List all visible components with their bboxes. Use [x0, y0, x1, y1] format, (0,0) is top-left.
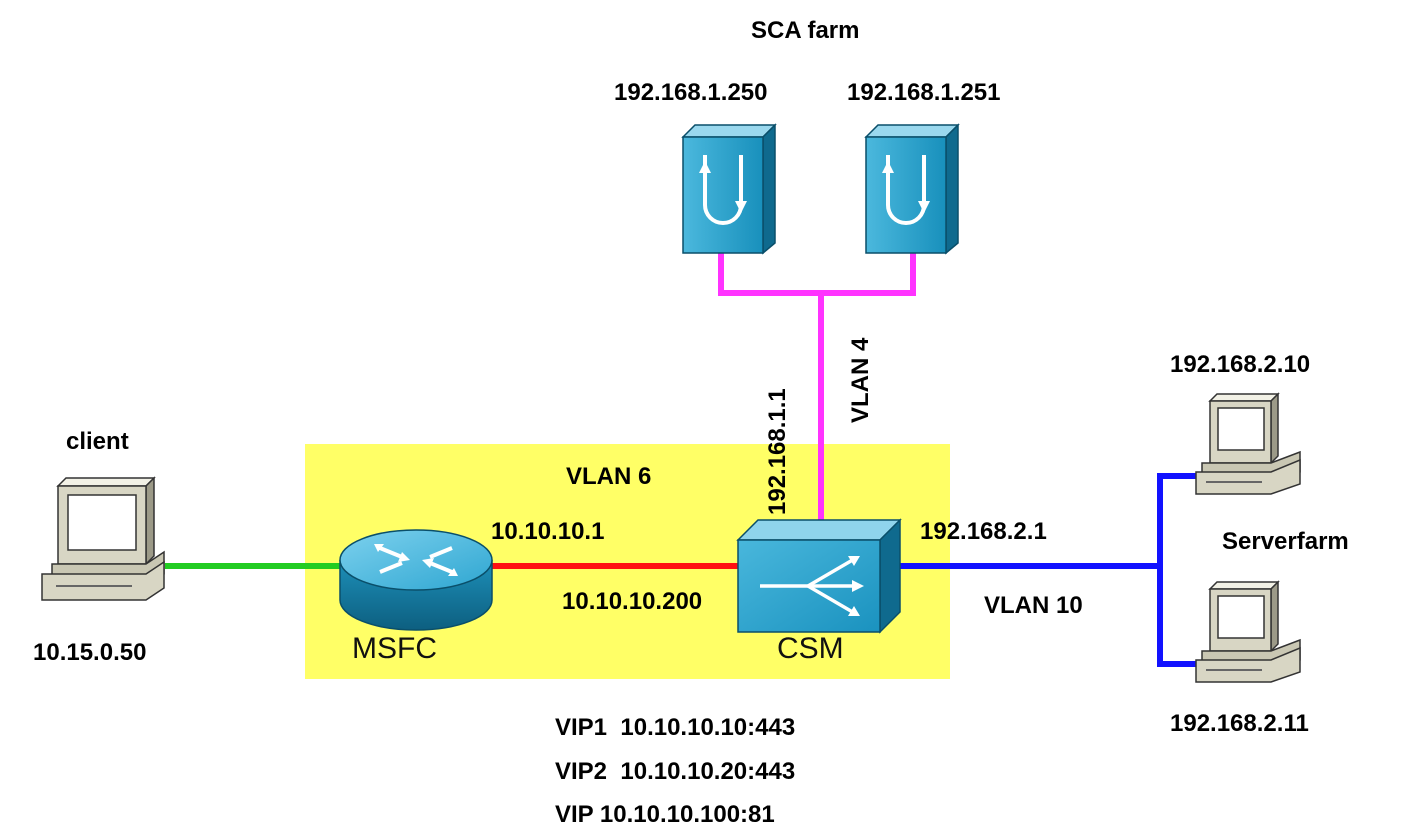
vlan4-label: VLAN 4: [847, 337, 874, 423]
server-2-pc-icon: [1195, 580, 1301, 683]
server-2-ip-label: 192.168.2.11: [1170, 710, 1309, 737]
vip-2-label: VIP2 10.10.10.20:443: [555, 758, 796, 785]
vip-3-label: VIP 10.10.10.100:81: [555, 801, 775, 828]
client-label: client: [66, 428, 129, 455]
sca-uplink-ip-label: 192.168.1.1: [764, 388, 791, 515]
links: [165, 252, 1200, 667]
client-ip-label: 10.15.0.50: [33, 639, 147, 666]
csm-device-label: CSM: [777, 632, 844, 665]
vip-1-label: VIP1 10.10.10.10:443: [555, 714, 796, 741]
csm-device-icon: [736, 518, 902, 634]
server-bus: [1157, 473, 1200, 667]
sca-2-ip-label: 192.168.1.251: [847, 79, 1001, 106]
sca-1-ip-label: 192.168.1.250: [614, 79, 768, 106]
vlan6-label: VLAN 6: [566, 463, 652, 490]
sca-farm-title: SCA farm: [751, 17, 860, 44]
msfc-device-label: MSFC: [352, 632, 437, 665]
csm-server-ip-label: 192.168.2.1: [920, 518, 1047, 545]
server-1-ip-label: 192.168.2.10: [1170, 351, 1311, 378]
csm-client-ip-label: 10.10.10.200: [562, 588, 703, 615]
client-pc-icon: [41, 476, 165, 601]
serverfarm-label: Serverfarm: [1222, 528, 1349, 555]
server-1-pc-icon: [1195, 392, 1301, 495]
sca-device-2: [864, 123, 960, 255]
msfc-ip-label: 10.10.10.1: [491, 518, 605, 545]
vlan4-link: [718, 252, 916, 296]
msfc-router-icon: [339, 529, 493, 631]
vlan10-label: VLAN 10: [984, 592, 1083, 619]
sca-device-1: [681, 123, 777, 255]
